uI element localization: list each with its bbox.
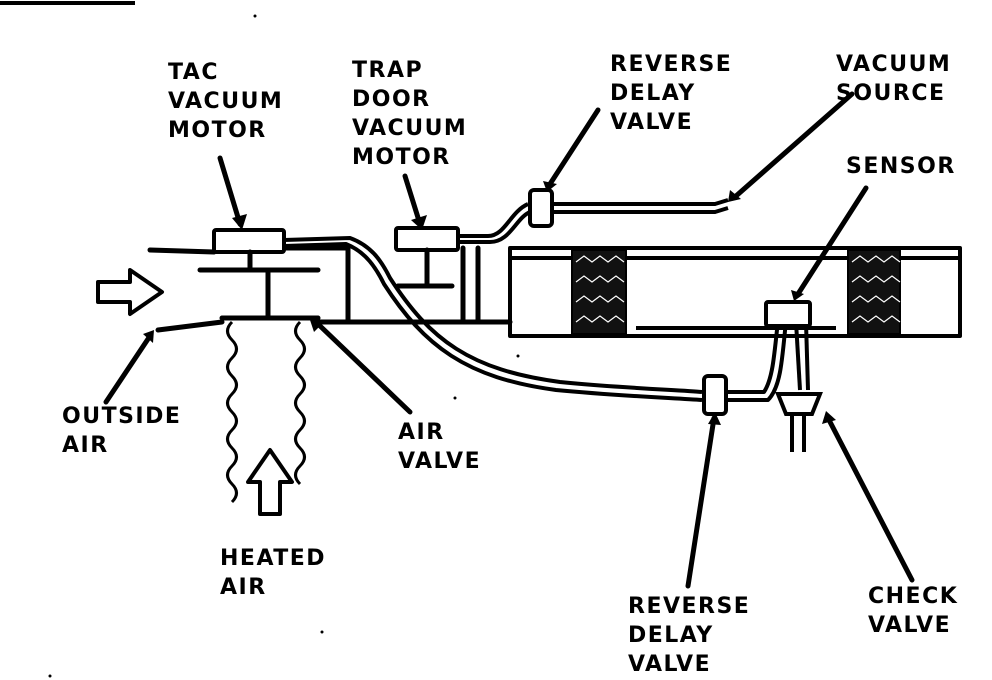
heated-air-hose (226, 320, 306, 504)
inlet-duct (147, 245, 513, 333)
air-cleaner-housing (508, 246, 962, 338)
scan-speck (320, 630, 324, 634)
filter-element-left (571, 249, 627, 335)
label-sensor: SENSOR (846, 154, 956, 179)
filter-element-right (847, 249, 901, 335)
scan-speck (48, 674, 52, 678)
heated-air-flow-arrow (246, 448, 294, 516)
check-valve (775, 392, 823, 452)
trap-door-vacuum-motor (394, 226, 460, 289)
scan-speck (516, 354, 520, 358)
reverse-delay-valve-bottom (702, 374, 728, 416)
sensor-unit (764, 300, 812, 328)
vacuum-hoses (283, 198, 810, 402)
tac-vacuum-motor (197, 228, 321, 321)
scan-speck (453, 396, 457, 400)
outside-air-flow-arrow (96, 268, 164, 316)
reverse-delay-valve-top (528, 188, 554, 228)
leader-lines (103, 91, 915, 589)
scan-speck (253, 14, 257, 18)
